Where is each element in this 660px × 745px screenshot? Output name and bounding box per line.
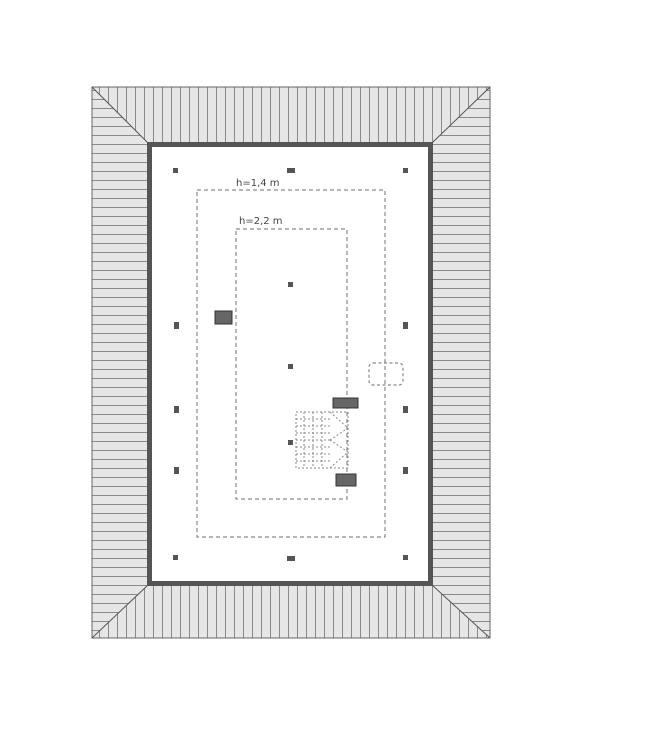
roof-top-slope — [92, 87, 490, 143]
post — [288, 364, 293, 369]
post — [403, 406, 408, 413]
post — [287, 168, 295, 173]
height-label-inner: h=2,2 m — [239, 216, 283, 227]
staircase — [295, 411, 349, 469]
roof-hatching — [91, 86, 491, 639]
post — [174, 322, 179, 329]
post — [403, 467, 408, 474]
roof-outline — [91, 86, 491, 639]
post — [173, 555, 178, 560]
hip-lines — [91, 86, 491, 639]
post — [288, 282, 293, 287]
chimney-top — [332, 397, 359, 409]
post — [403, 322, 408, 329]
height-zone-outer-outline — [196, 189, 386, 538]
roof-right-slope — [432, 87, 490, 638]
post — [403, 555, 408, 560]
post — [174, 406, 179, 413]
posts — [173, 168, 408, 561]
post — [288, 440, 293, 445]
roof-window — [368, 362, 404, 386]
chimney-left — [214, 310, 233, 325]
roof-left-slope — [92, 87, 148, 638]
height-label-outer: h=1,4 m — [236, 178, 280, 189]
post — [403, 168, 408, 173]
post — [287, 556, 295, 561]
height-zone-inner-outline — [235, 228, 348, 500]
chimney-bottom — [335, 473, 357, 487]
exterior-wall — [147, 142, 433, 586]
post — [174, 467, 179, 474]
post — [173, 168, 178, 173]
roof-bottom-slope — [92, 585, 490, 638]
